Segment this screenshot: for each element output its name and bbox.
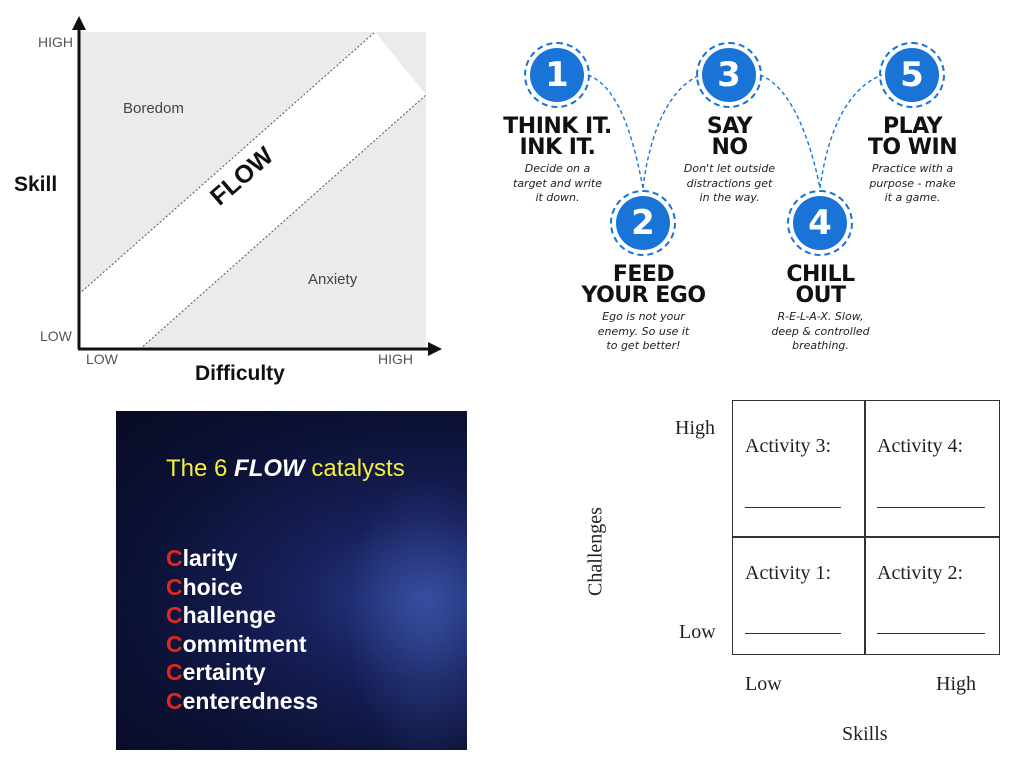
step-3-badge xyxy=(696,42,762,108)
y-high-label: HIGH xyxy=(38,34,73,50)
y-axis-title: Challenges xyxy=(584,507,607,596)
blank-line xyxy=(745,507,841,508)
catalyst-item: Choice xyxy=(166,573,243,600)
catalyst-item: Clarity xyxy=(166,545,238,571)
step-4-circle: 4 xyxy=(793,196,847,250)
blank-line xyxy=(877,633,985,634)
cell-activity-3: Activity 3: xyxy=(745,435,832,457)
boredom-label: Boredom xyxy=(123,100,184,117)
step-5-badge xyxy=(879,42,945,108)
catalyst-item: Centeredness xyxy=(166,687,319,714)
blank-line xyxy=(877,507,985,508)
anxiety-zone xyxy=(140,95,426,349)
x-high-label: HIGH xyxy=(378,351,413,367)
upper-boundary-line xyxy=(78,31,376,295)
anxiety-label: Anxiety xyxy=(308,271,358,288)
catalysts-list: Clarity Choice Challenge Commitment Cert… xyxy=(166,544,318,715)
x-low-label: Low xyxy=(745,673,782,695)
blank-line xyxy=(745,633,841,634)
cell-activity-1: Activity 1: xyxy=(745,562,832,584)
x-low-label: LOW xyxy=(86,351,118,367)
step-connectors xyxy=(587,74,883,189)
step-2-circle: 2 xyxy=(616,196,670,250)
y-low-label: LOW xyxy=(40,328,72,344)
x-axis-arrow xyxy=(428,342,442,356)
step-3-circle: 3 xyxy=(702,48,756,102)
catalyst-item: Challenge xyxy=(166,602,276,628)
cell-activity-4: Activity 4: xyxy=(877,435,964,457)
cell-activity-2: Activity 2: xyxy=(877,562,964,584)
step-5-circle: 5 xyxy=(885,48,939,102)
flow-channel-graphic xyxy=(72,16,442,356)
x-axis-title: Difficulty xyxy=(195,362,285,385)
activity-matrix: Activity 3: Activity 4: Activity 1: Acti… xyxy=(560,395,1024,767)
slide-glow xyxy=(346,471,467,750)
step-4-badge xyxy=(787,190,853,256)
catalysts-title: The 6 FLOW catalysts xyxy=(166,455,405,482)
y-axis-arrow xyxy=(72,16,86,30)
step-2-badge xyxy=(610,190,676,256)
catalyst-item: Commitment xyxy=(166,630,307,657)
y-high-label: High xyxy=(675,417,715,439)
flow-band-top xyxy=(79,32,426,349)
matrix-grid xyxy=(732,400,1000,655)
x-high-label: High xyxy=(936,673,976,695)
step-1-circle: 1 xyxy=(530,48,584,102)
x-axis-title: Skills xyxy=(842,723,888,745)
step-1-badge xyxy=(524,42,590,108)
flow-channel-chart: Skill Difficulty HIGH LOW LOW HIGH Bored… xyxy=(0,0,460,395)
catalysts-title-emphasis: FLOW xyxy=(234,455,305,482)
y-axis-title: Skill xyxy=(14,173,58,196)
catalyst-item: Certainty xyxy=(166,659,266,685)
step-1-title: THINK IT.INK IT. xyxy=(503,114,612,160)
catalysts-slide: The 6 FLOW catalysts Clarity Choice Chal… xyxy=(116,411,467,750)
y-low-label: Low xyxy=(679,621,716,643)
